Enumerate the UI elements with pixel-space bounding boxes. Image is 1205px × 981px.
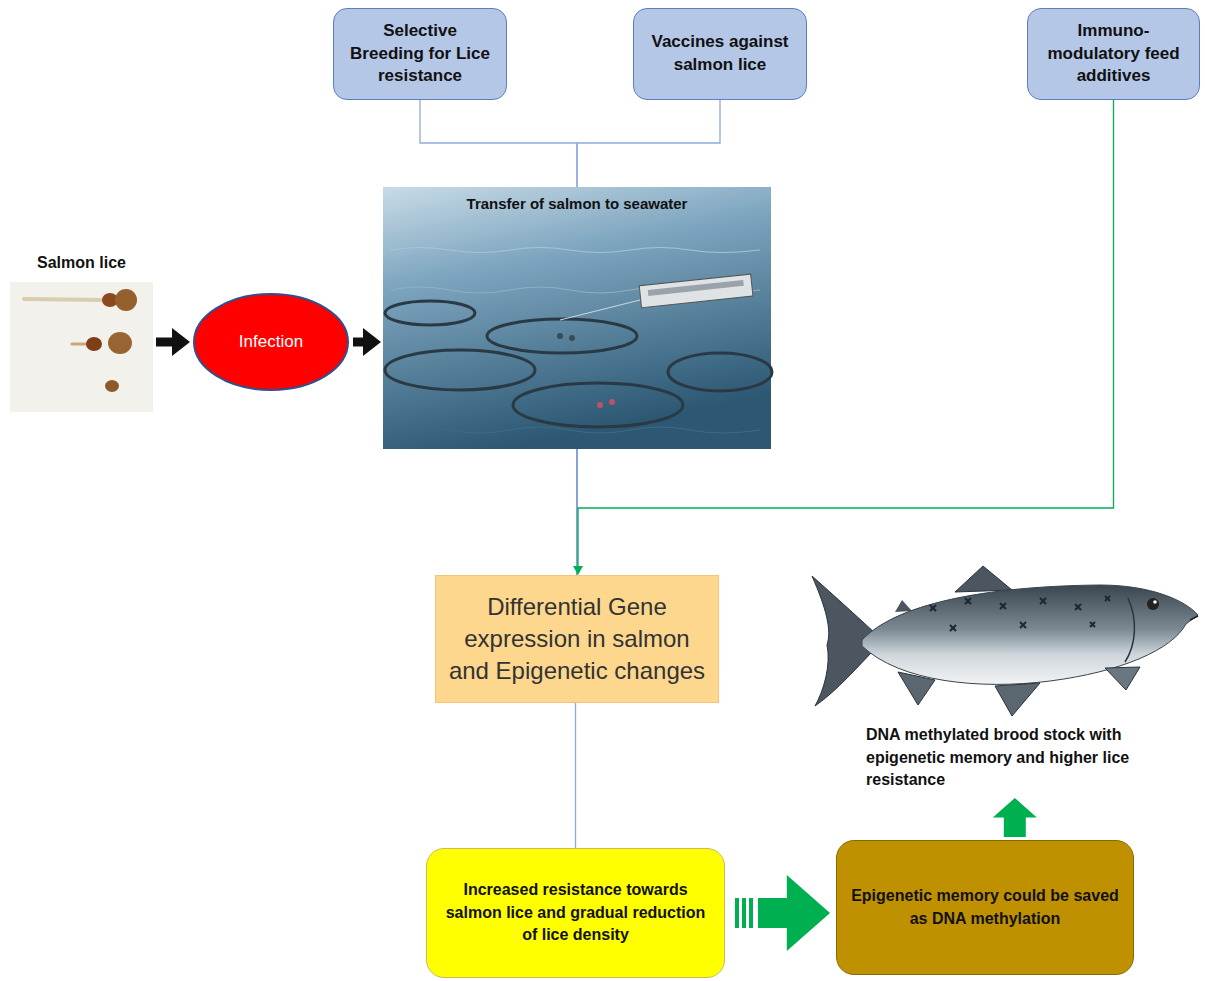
connector [156,328,190,356]
node-text: Vaccines against salmon lice [646,31,794,77]
intervention-box: Selective Breeding for Lice resistance [333,8,507,100]
connector-line [420,100,577,187]
connector [735,875,830,951]
intervention-box: Immuno-modulatory feed additives [1027,8,1200,100]
lice-photo-node: Salmon lice [10,254,153,412]
connector [575,703,576,848]
memory-box: Epigenetic memory could be saved as DNA … [836,840,1134,975]
result-box: Increased resistance towards salmon lice… [426,848,725,978]
seawater-photo-node: Transfer of salmon to seawater [383,187,771,449]
arrow-stripe [742,898,746,928]
connector [577,100,720,187]
lice-photo [10,282,153,412]
arrow-head [573,566,583,575]
arrow-head [363,328,381,356]
node-text: Salmon lice [37,254,126,272]
process-box: Differential Gene expression in salmon a… [435,575,719,703]
sea-farm-photo [383,187,772,449]
connector-line [156,338,172,347]
node-text: Infection [239,332,303,352]
fish-label: DNA methylated brood stock with epigenet… [862,722,1174,794]
node-text: Immuno-modulatory feed additives [1040,20,1187,89]
connector [573,100,1114,575]
block-arrow [993,798,1037,837]
node-text: Transfer of salmon to seawater [467,195,688,212]
connector [420,100,577,187]
salmon-fish [812,566,1198,716]
connector-line [353,338,363,347]
node-text: Epigenetic memory could be saved as DNA … [849,885,1121,930]
connector [353,328,381,356]
block-arrow [758,875,830,951]
node-text: Increased resistance towards salmon lice… [437,879,714,946]
intervention-box: Vaccines against salmon lice [633,8,807,100]
arrow-stripe [749,898,753,928]
node-text: Selective Breeding for Lice resistance [346,20,494,89]
connector-line [575,703,576,848]
arrow-head [172,328,190,356]
connector-line [577,100,720,187]
arrow-stripe [735,898,739,928]
node-text: Differential Gene expression in salmon a… [446,591,708,687]
connector [993,798,1037,837]
infection-circle: Infection [192,292,350,392]
node-text: DNA methylated brood stock with epigenet… [866,724,1170,791]
connector-line [578,100,1114,566]
